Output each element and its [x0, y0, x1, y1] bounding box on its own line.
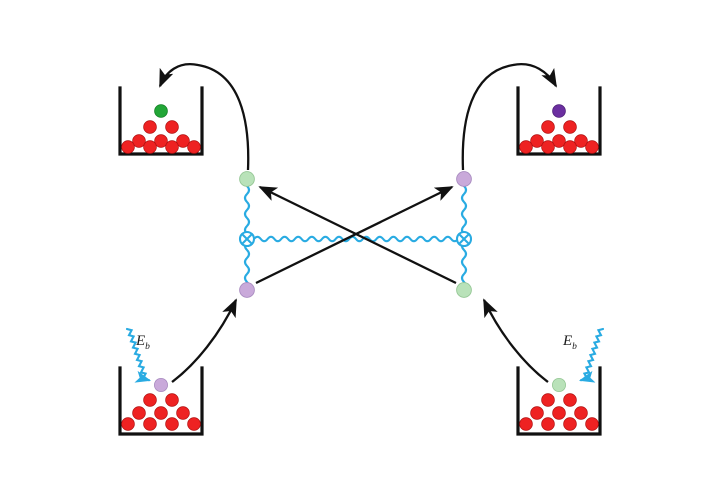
energy-label-right: Eb [562, 333, 577, 352]
container-walls [118, 366, 204, 436]
transfer-arrow-to-top-left-container [158, 63, 250, 171]
container-top-right [516, 86, 602, 156]
node-bottom-right [456, 282, 472, 298]
interaction-vertex-left [238, 230, 256, 248]
red-particle-stack [121, 393, 201, 431]
transfer-arrow-from-bottom-left-container [171, 298, 238, 383]
energy-label-left: Eb [135, 333, 150, 352]
cross-arrow-bottom-left-to-top-right [255, 185, 454, 285]
transfer-arrow-from-bottom-right-container [482, 298, 549, 383]
node-top-right [456, 171, 472, 187]
container-top-left [118, 86, 204, 156]
container-bottom-right [516, 366, 602, 436]
red-particle-stack [519, 120, 599, 154]
red-particle-stack [121, 120, 201, 154]
node-bottom-left [239, 282, 255, 298]
green-electron-light-particle [552, 377, 567, 392]
red-particle-stack [519, 393, 599, 431]
transfer-arrow-to-top-right-container [461, 63, 557, 171]
purple-hole-light-particle [153, 377, 168, 392]
green-electron-particle [154, 104, 168, 118]
wavy-line-horizontal [252, 235, 460, 243]
vertex-x-glyph [241, 233, 253, 245]
photon-arrow-left [125, 327, 152, 383]
purple-hole-particle [552, 104, 566, 118]
node-top-left [239, 171, 255, 187]
cross-arrow-bottom-right-to-top-left [258, 185, 457, 285]
interaction-vertex-right [455, 230, 473, 248]
vertex-x-glyph [458, 233, 470, 245]
photon-arrow-right [578, 327, 605, 383]
container-bottom-left [118, 366, 204, 436]
container-walls [516, 366, 602, 436]
container-walls [516, 86, 602, 156]
container-walls [118, 86, 204, 156]
